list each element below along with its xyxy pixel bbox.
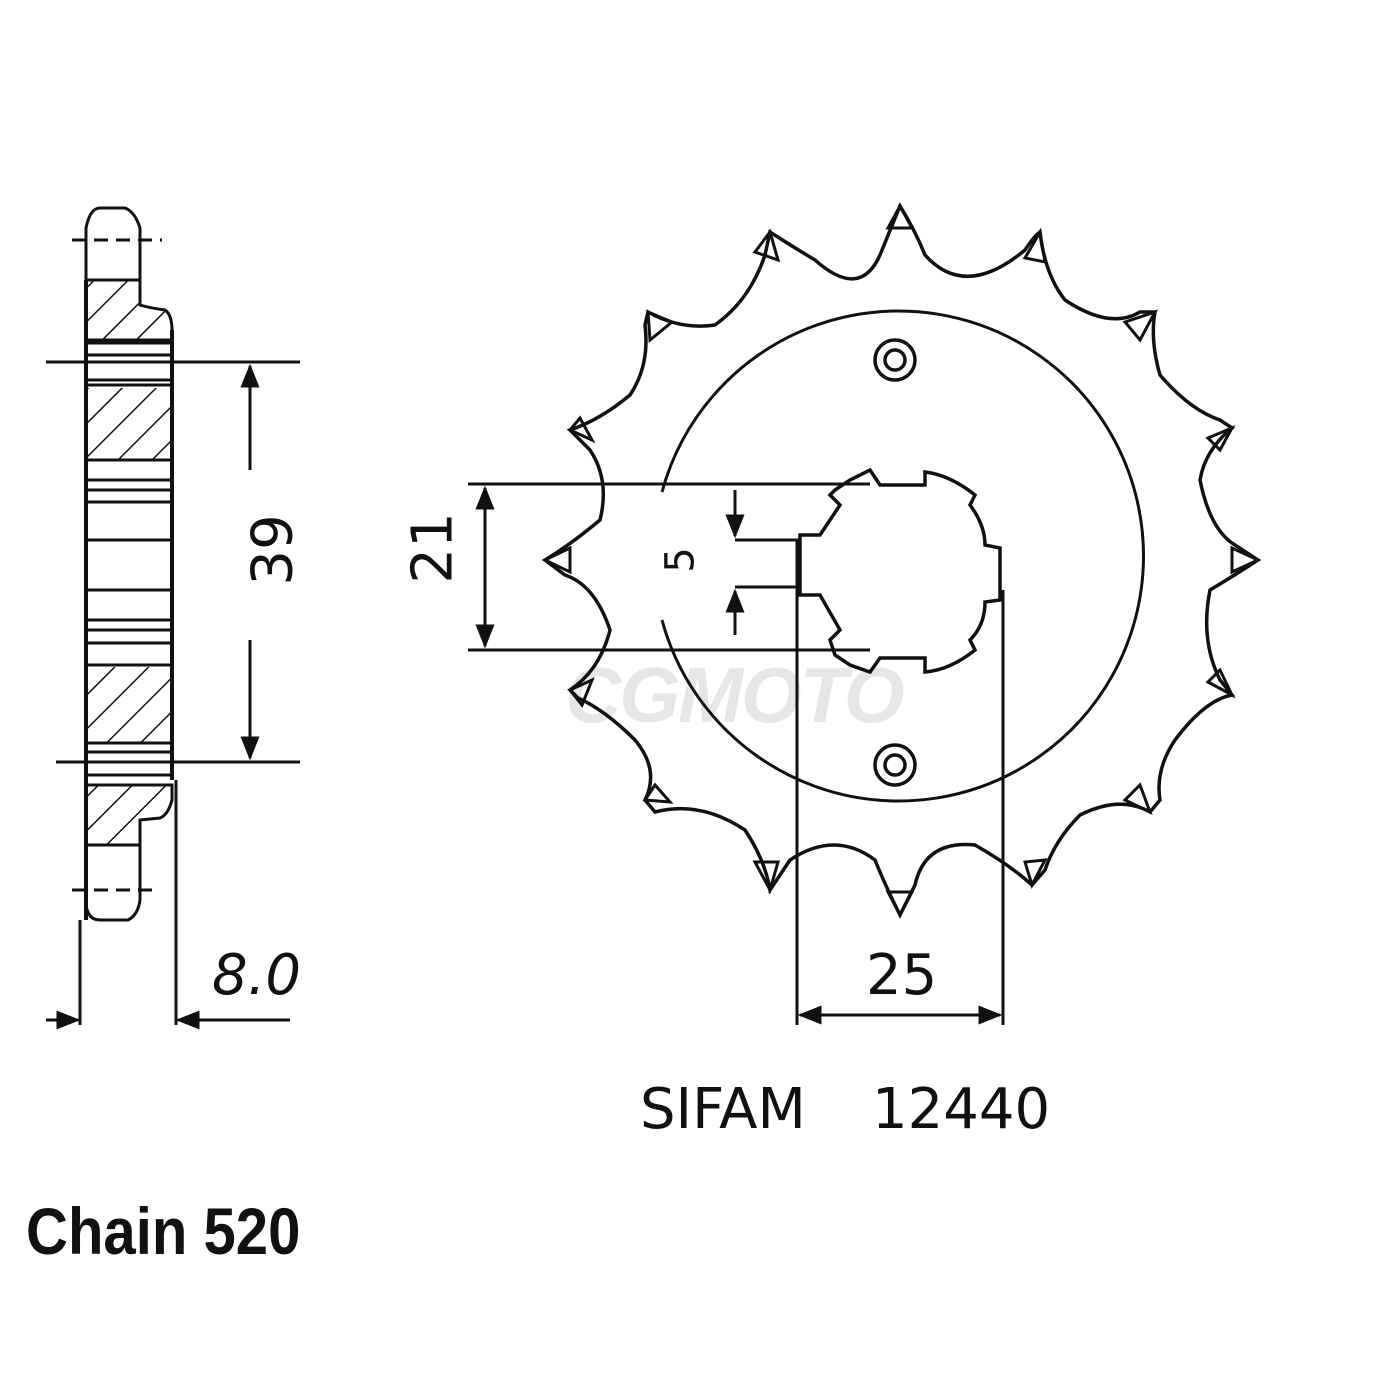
dimension-39-label: 39 (240, 514, 306, 586)
dimension-21-label: 21 (400, 512, 466, 584)
chain-size-label: Chain 520 (26, 1194, 301, 1268)
side-view (46, 206, 300, 1030)
dimension-5-label: 5 (657, 547, 704, 573)
dimension-25-label: 25 (866, 943, 938, 1008)
front-view (468, 202, 1262, 1025)
dimension-8-0-label: 8.0 (212, 943, 302, 1008)
part-number-label: 12440 (872, 1077, 1051, 1142)
sprocket-outline (541, 202, 1262, 919)
brand-label: SIFAM (640, 1077, 806, 1142)
spline-bore (798, 467, 1002, 675)
